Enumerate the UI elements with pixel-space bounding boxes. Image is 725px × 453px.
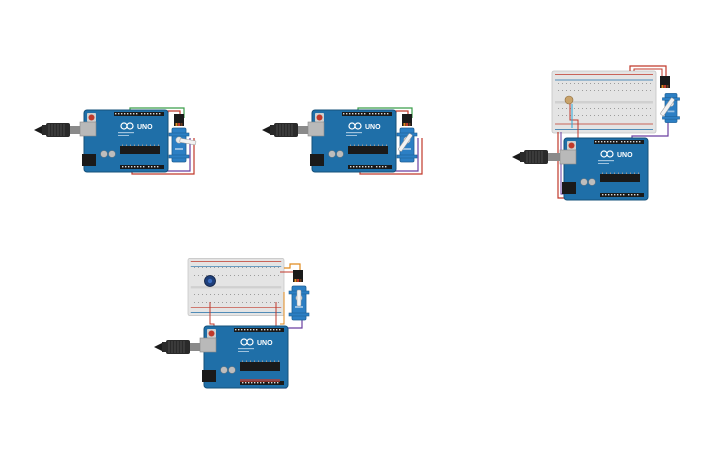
servo-connector	[174, 114, 184, 126]
servo-motor	[396, 127, 418, 163]
circuit-1-drawing	[33, 107, 197, 175]
arduino-uno-board	[559, 137, 649, 201]
circuit-2[interactable]	[261, 104, 432, 184]
breadboard	[187, 257, 285, 317]
servo-connector	[293, 270, 303, 282]
servo-horn	[179, 138, 197, 146]
usb-cable-icon	[153, 339, 203, 355]
circuit-3[interactable]	[510, 65, 690, 208]
circuit-4-drawing	[153, 257, 310, 389]
servo-motor	[168, 127, 190, 163]
arduino-uno-board	[199, 325, 289, 389]
servo-horn	[398, 133, 413, 152]
usb-cable-icon	[261, 122, 311, 138]
usb-cable-icon	[33, 122, 83, 138]
servo-horn	[660, 97, 675, 117]
servo-connector	[402, 114, 412, 126]
servo-connector	[660, 76, 670, 88]
circuit-1[interactable]	[33, 104, 204, 184]
circuit-2-drawing	[261, 107, 423, 175]
servo-horn	[296, 289, 302, 307]
arduino-uno-board	[79, 109, 169, 173]
usb-cable-icon	[511, 149, 561, 165]
arduino-uno-board	[307, 109, 397, 173]
circuit-3-drawing	[511, 65, 681, 201]
circuit-4[interactable]	[152, 252, 322, 402]
potentiometer-icon	[564, 95, 574, 105]
